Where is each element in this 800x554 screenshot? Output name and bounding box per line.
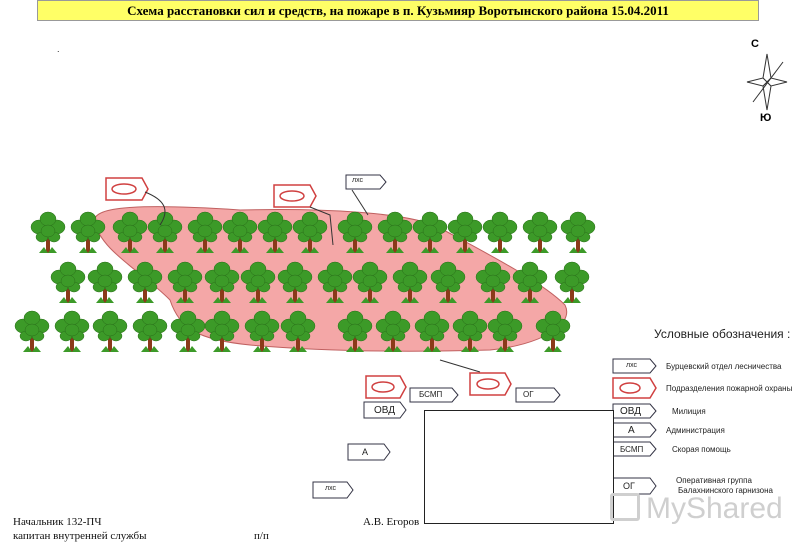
footer-signature-mark: п/п (254, 530, 269, 542)
og-label: ОГ (523, 390, 534, 399)
legend-symbol-text-2: ОВД (620, 406, 642, 417)
tree-icon (317, 261, 353, 303)
dot-mark: . (57, 44, 60, 54)
legend-label-3: Администрация (666, 426, 725, 435)
tree-icon (187, 211, 223, 253)
tree-icon (512, 261, 548, 303)
fire-unit-4 (469, 372, 512, 396)
legend-label-5: Оперативная группа (676, 476, 752, 485)
compass-rose-icon (746, 53, 788, 111)
tree-icon (337, 310, 373, 352)
tree-icon (70, 211, 106, 253)
hose-4 (439, 359, 481, 373)
legend-symbol-text-0: лхс (626, 362, 638, 369)
watermark-logo-icon (610, 493, 640, 521)
tree-icon (522, 211, 558, 253)
bsmp-label: БСМП (419, 390, 443, 399)
tree-icon (30, 211, 66, 253)
tree-icon (412, 211, 448, 253)
tree-icon (50, 261, 86, 303)
tree-icon (244, 310, 280, 352)
og-tag (515, 387, 561, 403)
legend-label-1: Подразделения пожарной охраны (666, 384, 793, 393)
tree-icon (280, 310, 316, 352)
ovd-tag (363, 401, 407, 419)
tree-icon (292, 211, 328, 253)
tree-icon (554, 261, 590, 303)
bsmp-tag (409, 387, 459, 403)
hose-2 (309, 206, 334, 246)
legend-title: Условные обозначения : (654, 327, 791, 341)
hose-1 (144, 191, 166, 226)
tree-icon (204, 310, 240, 352)
tree-icon (204, 261, 240, 303)
tree-icon (352, 261, 388, 303)
tree-icon (257, 211, 293, 253)
tree-icon (447, 211, 483, 253)
legend-label-4: Скорая помощь (672, 445, 731, 454)
footer-name: А.В. Егоров (363, 516, 420, 528)
fire-unit-1 (105, 177, 149, 201)
tree-icon (414, 310, 450, 352)
fire-unit-2 (273, 184, 317, 208)
tree-icon (167, 261, 203, 303)
legend-label-5b: Балахнинского гарнизона (678, 486, 773, 495)
tree-icon (392, 261, 428, 303)
tree-icon (132, 310, 168, 352)
tree-icon (14, 310, 50, 352)
tree-icon (87, 261, 123, 303)
tree-icon (170, 310, 206, 352)
tree-icon (375, 310, 411, 352)
tree-icon (240, 261, 276, 303)
ovd-label: ОВД (374, 405, 396, 416)
legend-symbol-text-3: А (628, 425, 635, 436)
forestry-unit-bottom (312, 481, 354, 499)
forestry-label-top: лхс (352, 177, 364, 184)
tree-icon (92, 310, 128, 352)
tree-icon (482, 211, 518, 253)
tree-icon (475, 261, 511, 303)
legend-symbol-text-4: БСМП (620, 445, 644, 454)
watermark: MyShared (610, 490, 783, 526)
tree-icon (277, 261, 313, 303)
legend-symbol-lhs (612, 358, 657, 374)
tree-icon (487, 310, 523, 352)
forestry-unit-top (345, 174, 387, 190)
compass-north-label: С (751, 38, 759, 50)
tree-icon (377, 211, 413, 253)
footer-rank: капитан внутренней службы (13, 530, 147, 542)
tree-icon (112, 211, 148, 253)
hose-3 (351, 189, 369, 216)
tree-icon (430, 261, 466, 303)
tree-icon (535, 310, 571, 352)
tree-icon (222, 211, 258, 253)
legend-label-0: Бурцевский отдел лесничества (666, 362, 782, 371)
footer-position: Начальник 132-ПЧ (13, 516, 102, 528)
tree-icon (337, 211, 373, 253)
hq-box (424, 410, 614, 524)
legend-symbol-text-5: ОГ (623, 481, 635, 491)
tree-icon (452, 310, 488, 352)
tree-icon (560, 211, 596, 253)
tree-icon (54, 310, 90, 352)
admin-label: А (362, 447, 369, 457)
admin-tag (347, 443, 391, 461)
compass-south-label: Ю (760, 112, 772, 124)
forest-trees (14, 211, 596, 352)
legend-label-2: Милиция (672, 407, 706, 416)
diagram-title: Схема расстановки сил и средств, на пожа… (37, 0, 759, 21)
fire-unit-3 (365, 375, 407, 399)
forestry-label-bottom: лхс (325, 485, 337, 492)
tree-icon (127, 261, 163, 303)
